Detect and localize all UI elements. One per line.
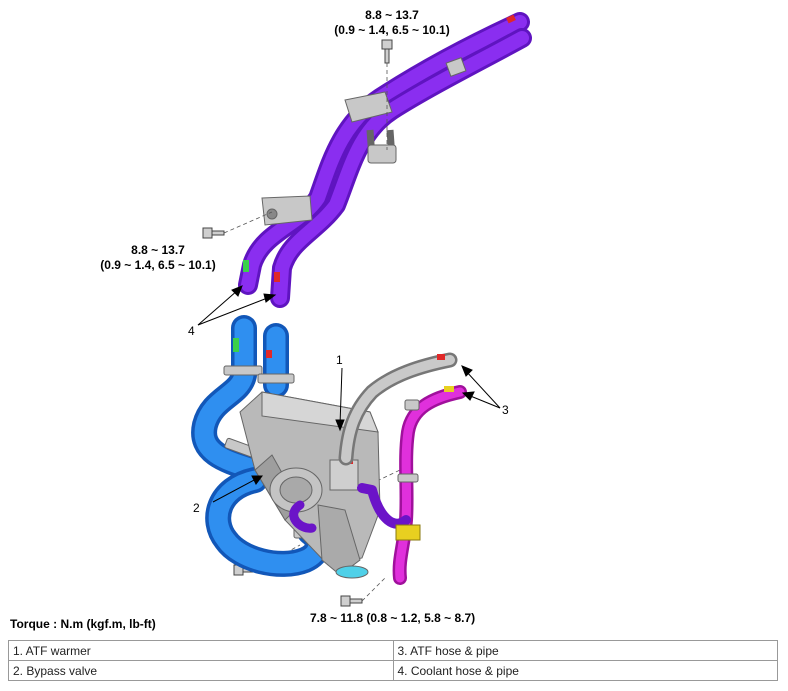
atf-pipe <box>338 352 458 466</box>
bolt-icon <box>202 227 225 239</box>
legend-row: 1. ATF warmer 3. ATF hose & pipe <box>8 640 778 661</box>
callout-4: 4 <box>188 324 195 338</box>
torque-label-top: 8.8 ~ 13.7 (0.9 ~ 1.4, 6.5 ~ 10.1) <box>322 8 462 38</box>
legend-row: 2. Bypass valve 4. Coolant hose & pipe <box>8 660 778 681</box>
torque-value-alt: (0.9 ~ 1.4, 6.5 ~ 10.1) <box>100 258 216 272</box>
red-marker <box>506 14 516 24</box>
red-marker <box>266 350 272 358</box>
torque-value-alt: (0.9 ~ 1.4, 6.5 ~ 10.1) <box>334 23 450 37</box>
legend-item-4: 4. Coolant hose & pipe <box>392 660 778 681</box>
callout-2: 2 <box>193 501 200 515</box>
torque-value: 8.8 ~ 13.7 <box>131 243 185 257</box>
green-marker <box>233 338 239 352</box>
torque-units-title: Torque : N.m (kgf.m, lb-ft) <box>10 617 156 631</box>
legend-item-3: 3. ATF hose & pipe <box>392 640 778 661</box>
green-marker <box>243 260 249 272</box>
yellow-marker <box>444 386 454 392</box>
parts-legend-table: 1. ATF warmer 3. ATF hose & pipe 2. Bypa… <box>8 640 778 681</box>
bolt-icon <box>340 595 363 607</box>
callout-3: 3 <box>502 403 509 417</box>
yellow-bracket <box>395 524 421 541</box>
upper-clamps <box>261 57 467 226</box>
red-marker <box>437 354 445 360</box>
torque-label-bottom: 7.8 ~ 11.8 (0.8 ~ 1.2, 5.8 ~ 8.7) <box>310 611 475 626</box>
red-marker <box>274 272 280 282</box>
bracket <box>367 144 397 164</box>
atf-hose-clamps <box>397 399 420 483</box>
torque-label-middle: 8.8 ~ 13.7 (0.9 ~ 1.4, 6.5 ~ 10.1) <box>84 243 232 273</box>
bolt-icon <box>381 39 393 64</box>
torque-value: 7.8 ~ 11.8 (0.8 ~ 1.2, 5.8 ~ 8.7) <box>310 611 476 625</box>
callout-1: 1 <box>336 353 343 367</box>
atf-hose <box>289 385 467 585</box>
legend-item-2: 2. Bypass valve <box>8 660 394 681</box>
callout-leaders <box>197 285 501 503</box>
torque-value: 8.8 ~ 13.7 <box>365 8 419 22</box>
legend-item-1: 1. ATF warmer <box>8 640 394 661</box>
